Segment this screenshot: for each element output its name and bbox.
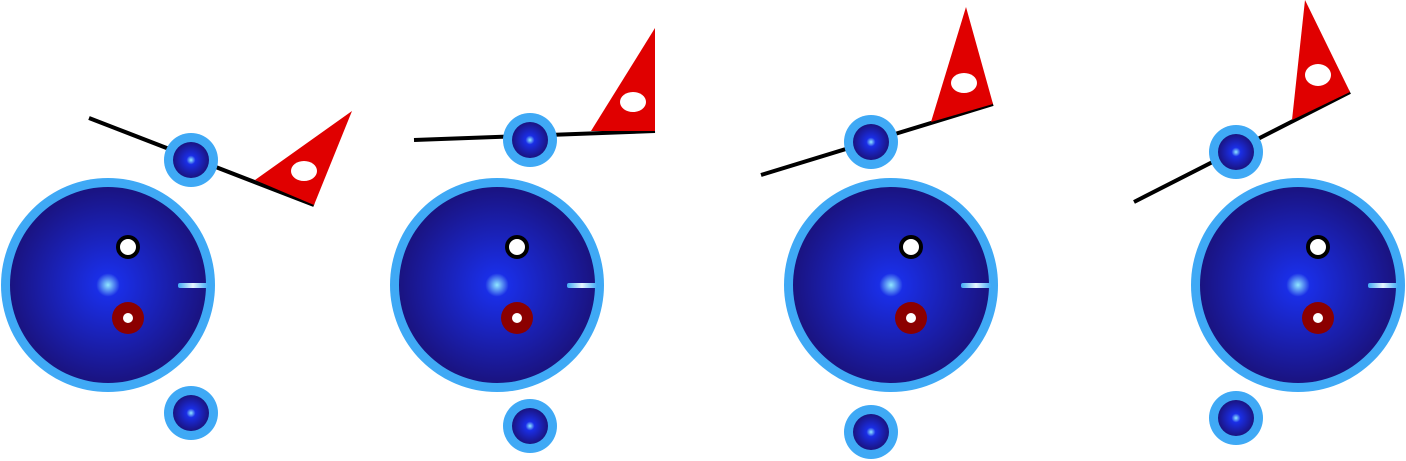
- lower-roller: [164, 386, 218, 440]
- pin-marker: [1306, 235, 1330, 259]
- bearing-marker: [1302, 302, 1334, 334]
- main-sphere: [390, 178, 604, 392]
- bearing-marker: [895, 302, 927, 334]
- figure-stage-3: [760, 7, 998, 459]
- pin-marker: [116, 235, 140, 259]
- bearing-marker: [112, 302, 144, 334]
- lower-roller: [503, 399, 557, 453]
- upper-roller: [1209, 125, 1263, 179]
- pin-marker: [899, 235, 923, 259]
- upper-roller: [503, 113, 557, 167]
- lower-roller: [844, 405, 898, 459]
- flag: [1292, 0, 1350, 120]
- sphere-slot: [567, 283, 597, 288]
- upper-roller: [844, 115, 898, 169]
- upper-roller: [164, 133, 218, 187]
- flag: [255, 111, 352, 205]
- sphere-slot: [961, 283, 991, 288]
- main-sphere: [784, 178, 998, 392]
- bearing-marker: [501, 302, 533, 334]
- figure-stage-1: [1, 111, 352, 440]
- flag: [591, 28, 655, 131]
- main-sphere: [1191, 178, 1405, 392]
- figure-stage-4: [1133, 0, 1405, 445]
- sphere-slot: [1368, 283, 1398, 288]
- figure-stage-2: [390, 28, 656, 453]
- sphere-slot: [178, 283, 208, 288]
- flag: [931, 7, 993, 122]
- lower-roller: [1209, 391, 1263, 445]
- main-sphere: [1, 178, 215, 392]
- pin-marker: [505, 235, 529, 259]
